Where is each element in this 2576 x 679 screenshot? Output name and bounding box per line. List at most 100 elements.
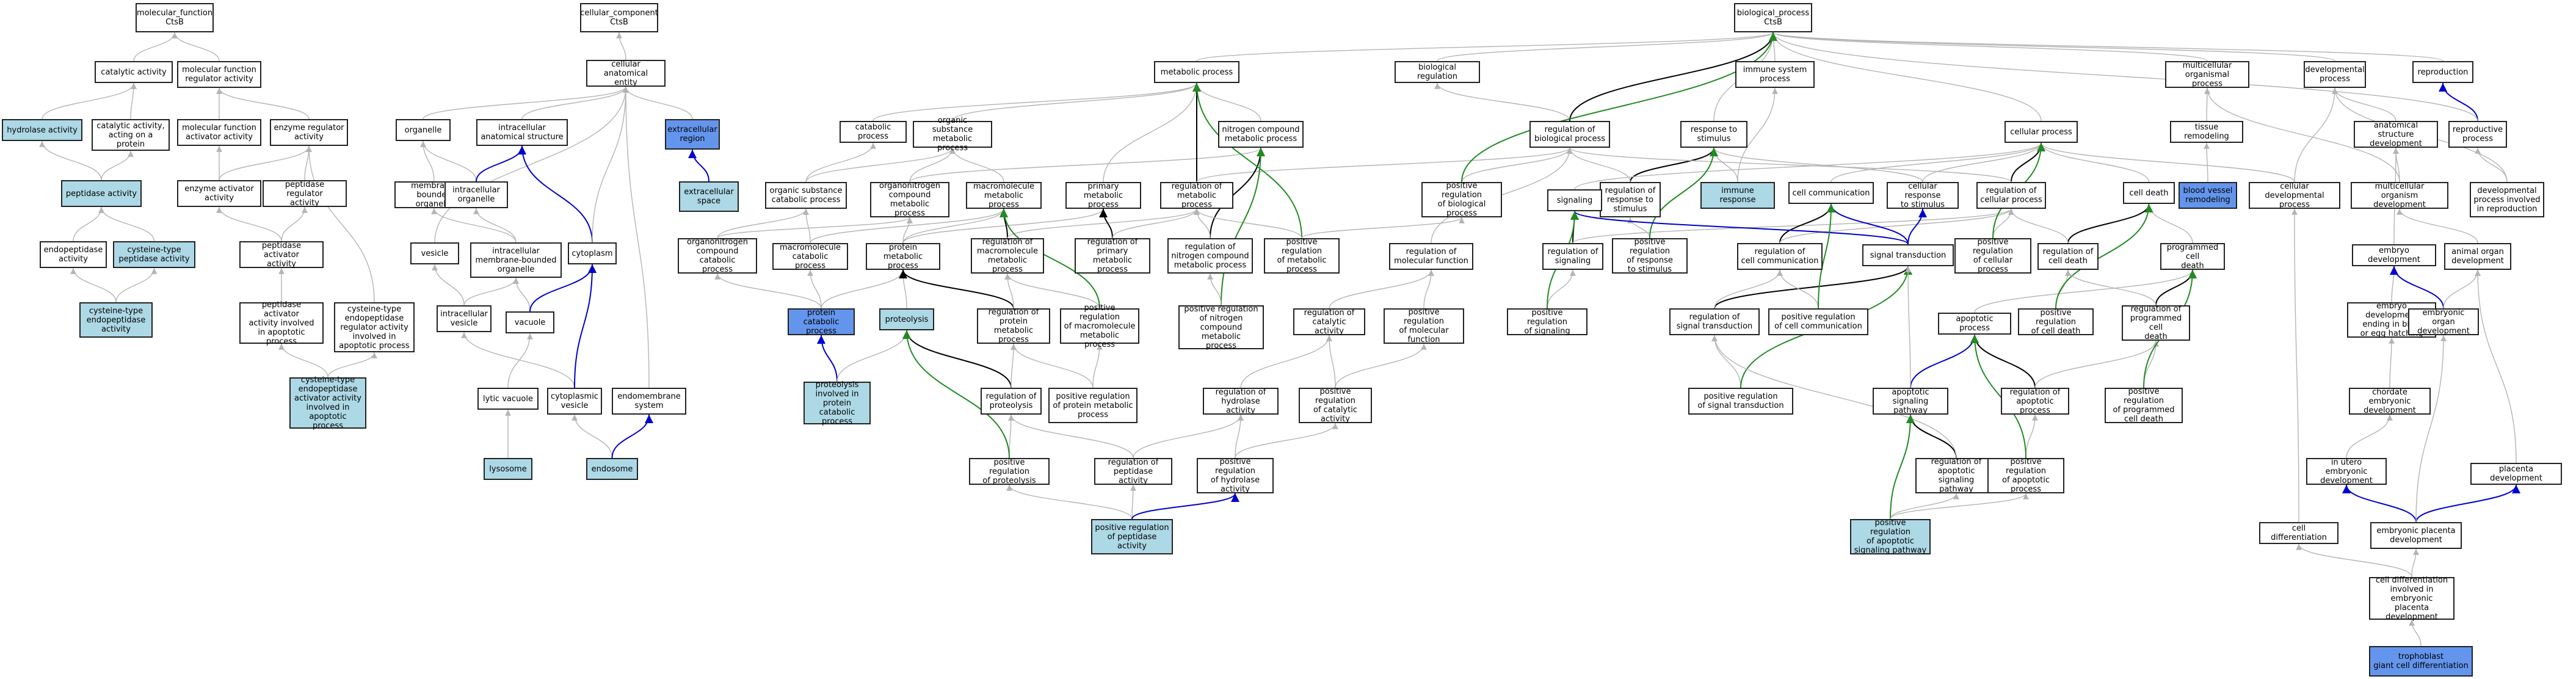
node-reg-proteolysis[interactable]: regulation of proteolysis: [981, 388, 1042, 415]
node-biological-process[interactable]: biological_process CtsB: [1734, 3, 1812, 32]
node-immune-system[interactable]: immune system process: [1735, 61, 1815, 88]
node-cellular-component[interactable]: cellular_component CtsB: [580, 3, 658, 32]
node-dev-reproduction[interactable]: developmental process involved in reprod…: [2470, 182, 2544, 217]
node-protein-catabolic[interactable]: protein catabolic process: [788, 308, 855, 336]
node-cytoplasmic-vesicle[interactable]: cytoplasmic vesicle: [547, 388, 602, 415]
node-lytic-vacuole[interactable]: lytic vacuole: [477, 388, 539, 410]
node-reg-signal-transduction[interactable]: regulation of signal transduction: [1669, 308, 1760, 335]
node-pos-reg-bio[interactable]: positive regulation of biological proces…: [1421, 181, 1502, 218]
node-pos-reg-macro-metabolic[interactable]: positive regulation of macromolecule met…: [1060, 303, 1139, 349]
node-peptidase[interactable]: peptidase activity: [61, 180, 142, 207]
node-cysteine-endo-act[interactable]: cysteine-type endopeptidase activator ac…: [289, 376, 366, 430]
node-primary-metabolic[interactable]: primary metabolic process: [1065, 182, 1141, 209]
node-proteolysis-catabolic[interactable]: proteolysis involved in protein cataboli…: [804, 380, 871, 426]
node-catalytic-acting-protein[interactable]: catalytic activity, acting on a protein: [92, 119, 170, 151]
node-cysteine-endo-reg[interactable]: cysteine-type endopeptidase regulator ac…: [334, 302, 415, 352]
node-reg-cell-comm[interactable]: regulation of cell communication: [1737, 243, 1823, 270]
node-hydrolase[interactable]: hydrolase activity: [2, 119, 82, 141]
node-catabolic[interactable]: catabolic process: [840, 121, 907, 143]
node-developmental[interactable]: developmental process: [2304, 61, 2366, 88]
node-trophoblast[interactable]: trophoblast giant cell differentiation: [2369, 646, 2473, 677]
node-catalytic-activity[interactable]: catalytic activity: [95, 61, 173, 83]
node-extracellular-space[interactable]: extracellular space: [679, 181, 739, 212]
node-intracellular-vesicle[interactable]: intracellular vesicle: [437, 305, 492, 332]
node-enzyme-activator[interactable]: enzyme activator activity: [177, 180, 261, 207]
node-cytoplasm[interactable]: cytoplasm: [568, 242, 617, 264]
node-reproduction[interactable]: reproduction: [2412, 61, 2473, 83]
node-nitrogen-compound[interactable]: nitrogen compound metabolic process: [1218, 121, 1304, 148]
node-cysteine-peptidase[interactable]: cysteine-type peptidase activity: [113, 241, 195, 268]
node-pa-apoptotic[interactable]: peptidase activator activity involved in…: [239, 300, 324, 346]
node-pos-reg-protein-metabolic[interactable]: positive regulation of protein metabolic…: [1048, 388, 1137, 423]
node-pos-reg-proteolysis[interactable]: positive regulation of proteolysis: [969, 458, 1050, 485]
node-reg-apoptotic[interactable]: regulation of apoptotic process: [2001, 388, 2069, 415]
node-mf-activator[interactable]: molecular function activator activity: [177, 119, 261, 146]
node-intracellular-organelle[interactable]: intracellular organelle: [444, 181, 508, 208]
node-embryonic-organ[interactable]: embryonic organ development: [2408, 308, 2479, 336]
node-regulation-metabolic[interactable]: regulation of metabolic process: [1160, 182, 1233, 209]
node-pos-reg-nitrogen[interactable]: positive regulation of nitrogen compound…: [1178, 305, 1264, 350]
node-endomembrane[interactable]: endomembrane system: [612, 388, 686, 415]
node-reg-apoptotic-signaling[interactable]: regulation of apoptotic signaling pathwa…: [1915, 457, 1997, 494]
node-response-stimulus[interactable]: response to stimulus: [1680, 121, 1747, 148]
node-biological-regulation[interactable]: biological regulation: [1395, 61, 1480, 83]
node-reg-macro-metabolic[interactable]: regulation of macromolecule metabolic pr…: [971, 238, 1044, 274]
node-blood-vessel[interactable]: blood vessel remodeling: [2179, 182, 2237, 209]
node-anatomical-dev[interactable]: anatomical structure development: [2354, 121, 2438, 148]
node-pos-reg-molecular[interactable]: positive regulation of molecular functio…: [1384, 308, 1464, 344]
node-pos-reg-programmed[interactable]: positive regulation of programmed cell d…: [2105, 387, 2183, 424]
node-reg-signaling[interactable]: regulation of signaling: [1542, 243, 1603, 270]
node-organic-catabolic[interactable]: organic substance catabolic process: [765, 182, 847, 209]
node-peptidase-regulator[interactable]: peptidase regulator activity: [263, 180, 347, 208]
node-pos-reg-peptidase[interactable]: positive regulation of peptidase activit…: [1091, 519, 1173, 554]
node-multicellular-dev[interactable]: multicellular organism development: [2351, 182, 2448, 209]
node-reg-cellular[interactable]: regulation of cellular process: [1976, 182, 2046, 209]
node-peptidase-activator[interactable]: peptidase activator activity: [239, 241, 324, 269]
node-endopeptidase[interactable]: endopeptidase activity: [40, 241, 107, 268]
node-lysosome[interactable]: lysosome: [484, 458, 532, 480]
node-cysteine-endopeptidase[interactable]: cysteine-type endopeptidase activity: [79, 302, 153, 338]
node-metabolic-process[interactable]: metabolic process: [1154, 61, 1239, 83]
node-signal-transduction[interactable]: signal transduction: [1862, 244, 1954, 266]
node-macromolecule-catabolic[interactable]: macromolecule catabolic process: [772, 243, 848, 271]
node-reg-peptidase[interactable]: regulation of peptidase activity: [1094, 458, 1172, 485]
node-in-utero[interactable]: in utero embryonic development: [2306, 458, 2387, 485]
node-cellular-anatomical[interactable]: cellular anatomical entity: [586, 60, 666, 87]
node-reg-hydrolase[interactable]: regulation of hydrolase activity: [1203, 388, 1279, 415]
node-immune-response[interactable]: immune response: [1700, 182, 1775, 209]
node-protein-metabolic[interactable]: protein metabolic process: [866, 243, 940, 271]
node-pos-reg-signal-transduction[interactable]: positive regulation of signal transducti…: [1688, 388, 1793, 415]
node-endosome[interactable]: endosome: [586, 458, 638, 480]
node-extracellular-region[interactable]: extracellular region: [665, 119, 720, 150]
node-enzyme-regulator[interactable]: enzyme regulator activity: [270, 119, 348, 146]
node-pos-reg-apoptotic-signaling[interactable]: positive regulation of apoptotic signali…: [1850, 518, 1931, 555]
node-proteolysis[interactable]: proteolysis: [879, 308, 934, 330]
node-pos-reg-cell-death[interactable]: positive regulation of cell death: [2018, 308, 2094, 336]
node-intra-mbo[interactable]: intracellular membrane-bounded organelle: [470, 242, 562, 278]
node-reg-protein-metabolic[interactable]: regulation of protein metabolic process: [977, 308, 1050, 344]
node-macromolecule-metabolic[interactable]: macromolecule metabolic process: [966, 182, 1042, 209]
node-cell-diff-placenta[interactable]: cell differentiation involved in embryon…: [2369, 576, 2454, 622]
node-pos-reg-hydrolase[interactable]: positive regulation of hydrolase activit…: [1197, 457, 1274, 494]
node-organic-substance-metabolic[interactable]: organic substance metabolic process: [913, 116, 992, 153]
node-vacuole[interactable]: vacuole: [506, 311, 554, 333]
node-organonitrogen[interactable]: organonitrogen compound metabolic proces…: [870, 181, 949, 218]
node-cell-death[interactable]: cell death: [2123, 182, 2175, 204]
node-pos-reg-catalytic[interactable]: positive regulation of catalytic activit…: [1299, 387, 1372, 424]
node-apoptotic-signaling[interactable]: apoptotic signaling pathway: [1873, 388, 1948, 415]
node-organelle[interactable]: organelle: [396, 119, 451, 141]
node-chordate-embryonic[interactable]: chordate embryonic development: [2349, 388, 2431, 415]
node-programmed-cell-death[interactable]: programmed cell death: [2160, 243, 2225, 271]
node-vesicle[interactable]: vesicle: [410, 242, 459, 264]
node-reg-cell-death[interactable]: regulation of cell death: [2037, 243, 2099, 270]
node-organonitrogen-catabolic[interactable]: organonitrogen compound catabolic proces…: [678, 238, 757, 274]
node-multicellular-org[interactable]: multicellular organismal process: [2165, 61, 2249, 89]
node-regulation-bio[interactable]: regulation of biological process: [1529, 121, 1610, 148]
node-pos-reg-apoptotic[interactable]: positive regulation of apoptotic process: [1987, 457, 2064, 494]
node-pos-reg-cell-comm[interactable]: positive regulation of cell communicatio…: [1768, 308, 1868, 335]
node-apoptotic-process[interactable]: apoptotic process: [1938, 313, 2011, 335]
node-placenta-dev[interactable]: placenta development: [2470, 463, 2562, 485]
node-cell-communication[interactable]: cell communication: [1788, 182, 1874, 204]
node-intracellular-anatomical[interactable]: intracellular anatomical structure: [476, 119, 568, 146]
node-tissue-remodeling[interactable]: tissue remodeling: [2170, 121, 2243, 143]
